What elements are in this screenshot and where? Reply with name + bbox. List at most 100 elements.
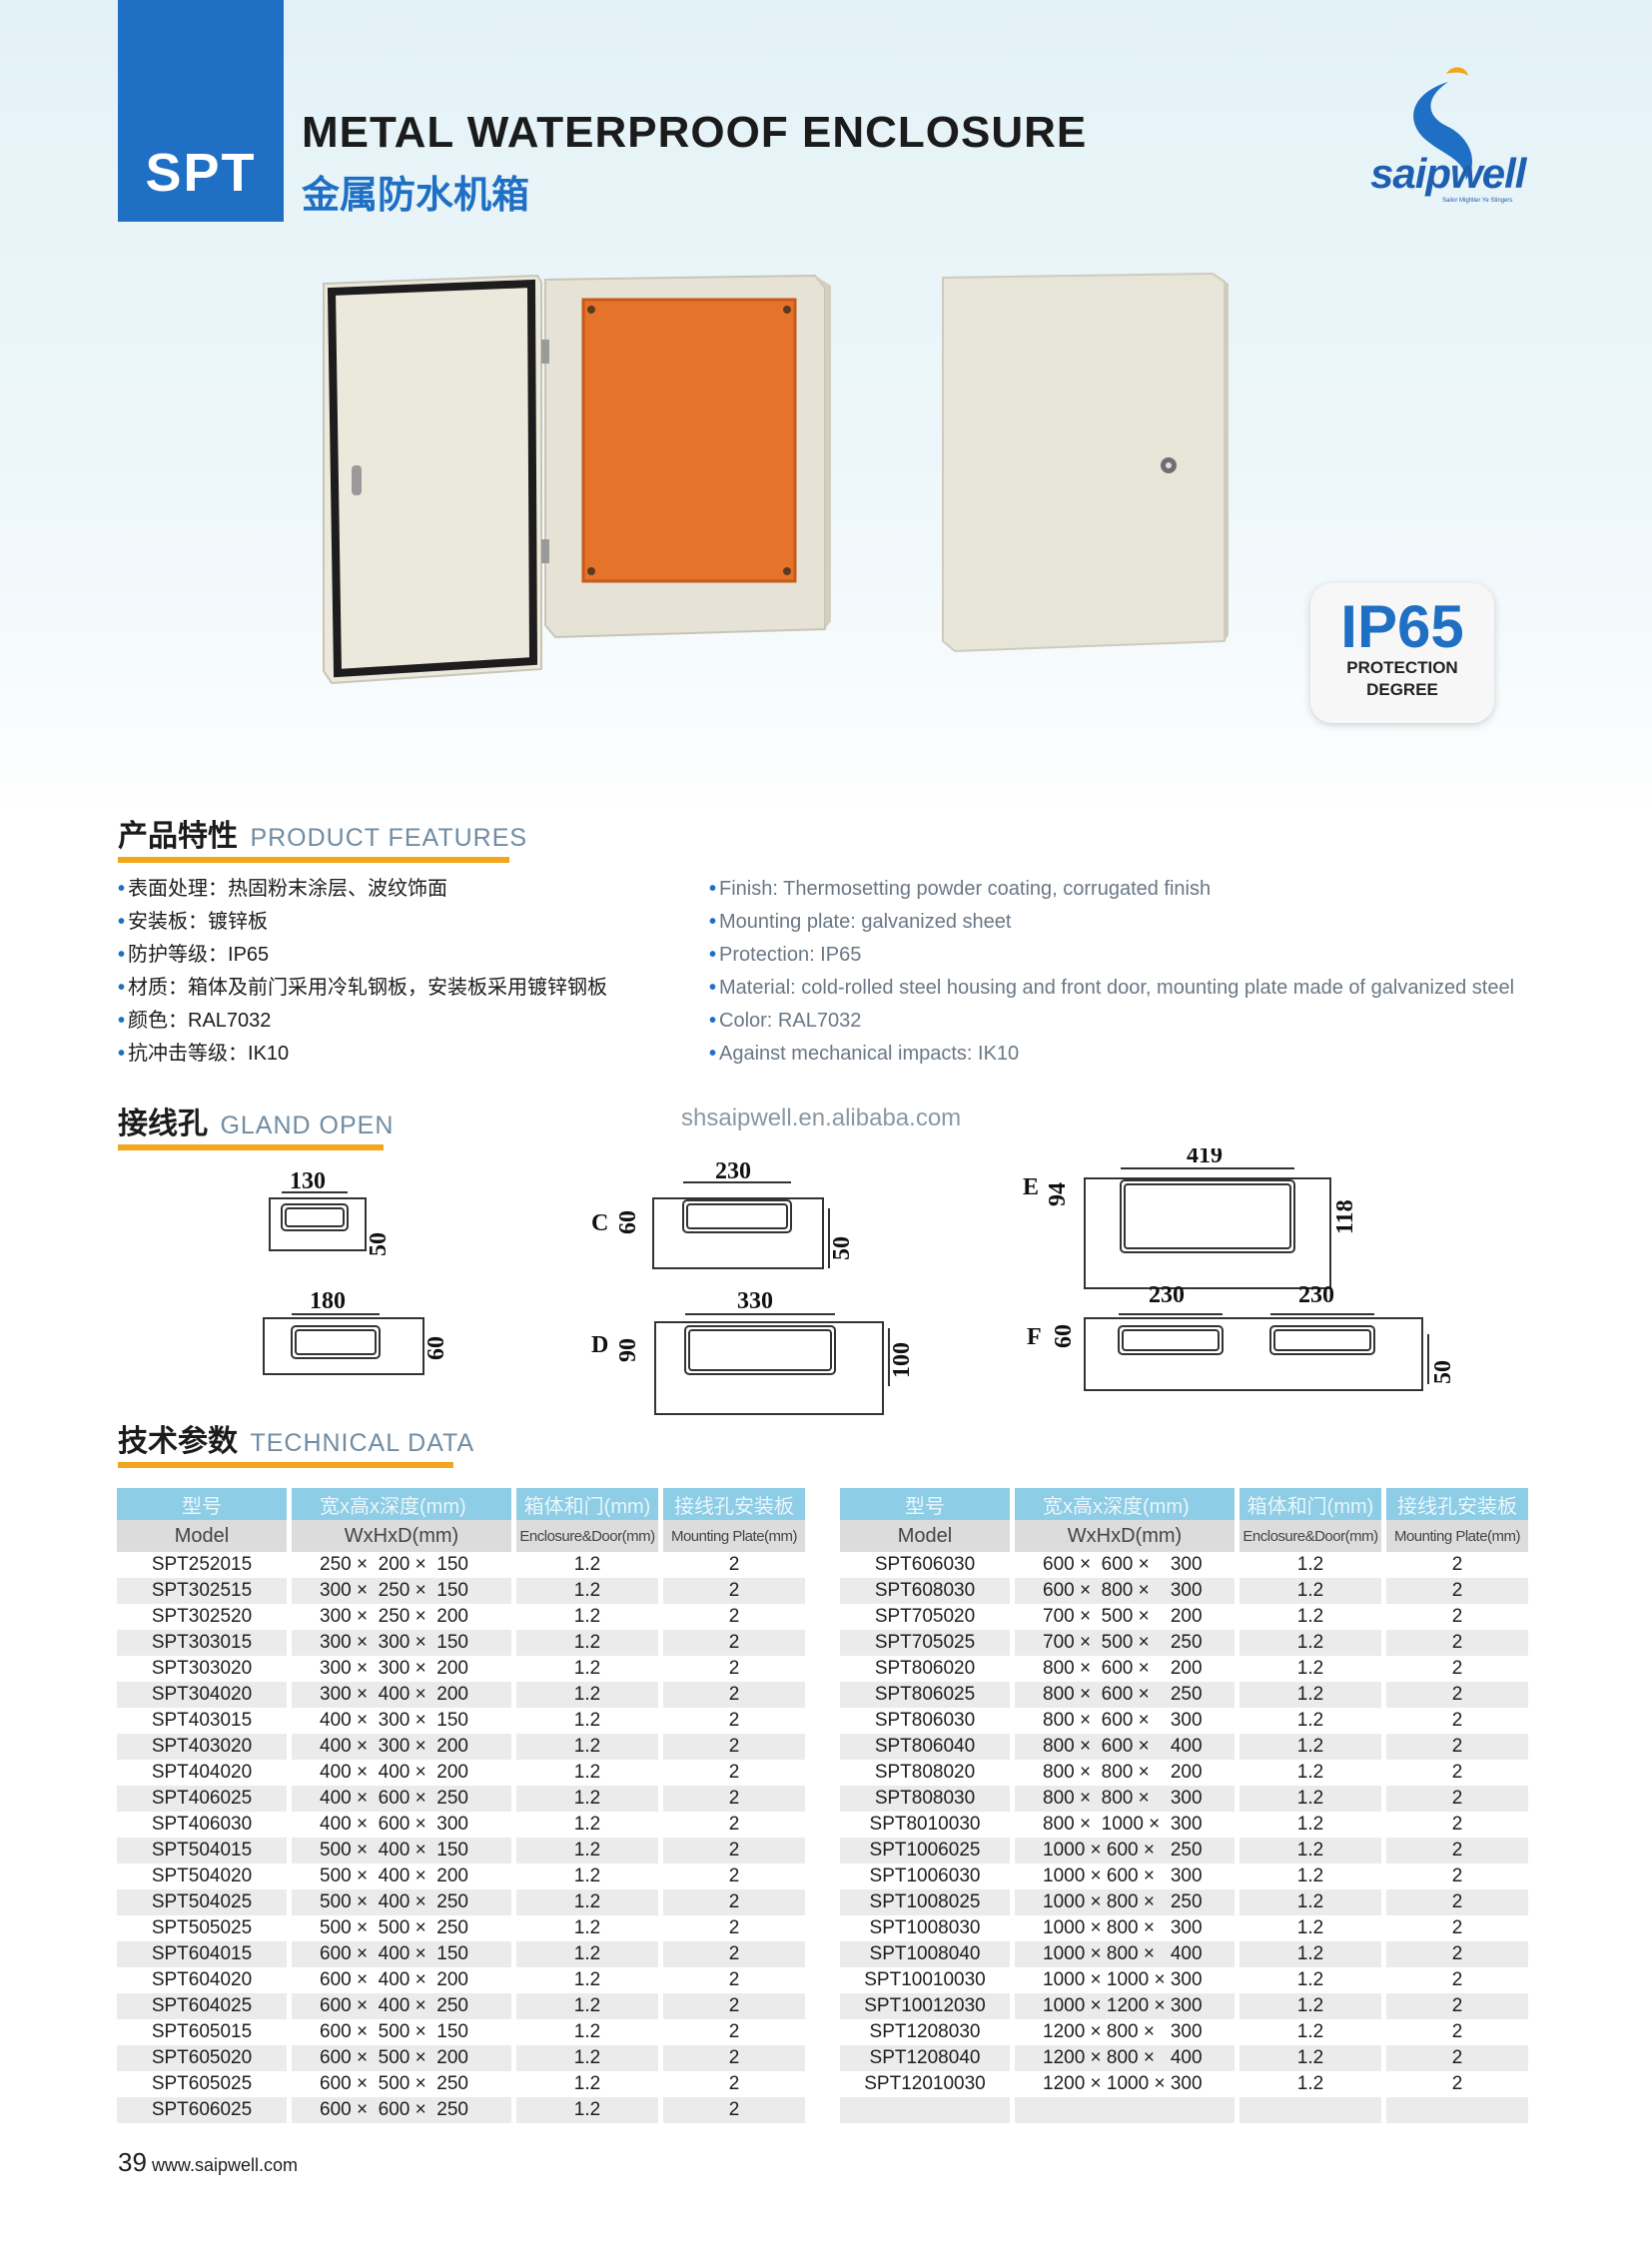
cell-thickness: 1.2 (1239, 1656, 1381, 1682)
features-heading: 产品特性 PRODUCT FEATURES (118, 811, 527, 863)
cell-plate: 2 (1386, 1864, 1528, 1889)
cell-plate: 2 (663, 1578, 805, 1604)
gland-e-width: 419 (1187, 1148, 1223, 1168)
gland-d-width: 330 (737, 1288, 773, 1314)
col-header-en: Enclosure&Door(mm) (516, 1520, 658, 1552)
cell-plate: 2 (663, 1604, 805, 1630)
cell-dimensions: 1000 × 600 × 250 (1015, 1838, 1235, 1864)
cell-thickness: 1.2 (1239, 1967, 1381, 1993)
cell-thickness: 1.2 (516, 1993, 658, 2019)
cell-model: SPT604020 (117, 1967, 287, 1993)
cell-model: SPT302520 (117, 1604, 287, 1630)
cell-thickness: 1.2 (1239, 2045, 1381, 2071)
cell-plate: 2 (663, 1656, 805, 1682)
heading-underline (118, 857, 509, 863)
cell-dimensions: 1000 × 1200 × 300 (1015, 1993, 1235, 2019)
cell-dimensions: 300 × 300 × 200 (292, 1656, 511, 1682)
cell-dimensions: 800 × 800 × 200 (1015, 1760, 1235, 1786)
gland-f-width-2: 230 (1298, 1282, 1334, 1308)
cell-thickness: 1.2 (1239, 1760, 1381, 1786)
cell-thickness: 1.2 (1239, 1864, 1381, 1889)
gland-d (654, 1313, 890, 1415)
cell-dimensions: 400 × 600 × 300 (292, 1812, 511, 1838)
cell-dimensions: 600 × 500 × 200 (292, 2045, 511, 2071)
cell-thickness: 1.2 (1239, 1682, 1381, 1708)
cell-thickness: 1.2 (516, 1915, 658, 1941)
cell-plate: 2 (1386, 1760, 1528, 1786)
cell-plate: 2 (663, 1812, 805, 1838)
website-link[interactable]: www.saipwell.com (151, 2155, 298, 2175)
cell-model: SPT1006030 (840, 1864, 1010, 1889)
cell-model: SPT606030 (840, 1552, 1010, 1578)
gland-c (652, 1181, 830, 1269)
col-header-cn: 型号 (117, 1488, 287, 1520)
cell-model: SPT806025 (840, 1682, 1010, 1708)
cell-thickness: 1.2 (516, 1682, 658, 1708)
cell-thickness: 1.2 (1239, 1630, 1381, 1656)
cell-dimensions: 300 × 250 × 150 (292, 1578, 511, 1604)
cell-plate: 2 (663, 2045, 805, 2071)
gland-heading: 接线孔 GLAND OPEN (118, 1099, 395, 1150)
gland-f-height: 60 (1051, 1324, 1077, 1348)
cell-plate: 2 (1386, 1812, 1528, 1838)
store-watermark: shsaipwell.en.alibaba.com (681, 1105, 962, 1131)
cell-model (840, 2097, 1010, 2123)
cell-plate: 2 (1386, 1967, 1528, 1993)
cell-plate: 2 (663, 1838, 805, 1864)
technical-heading: 技术参数 TECHNICAL DATA (118, 1416, 475, 1468)
cell-plate: 2 (663, 1708, 805, 1734)
feature-item: •表面处理：热固粉末涂层、波纹饰面 (118, 878, 448, 900)
gland-c-depth: 50 (829, 1236, 855, 1260)
cell-thickness: 1.2 (516, 1889, 658, 1915)
cell-dimensions: 500 × 400 × 250 (292, 1889, 511, 1915)
gland-heading-cn: 接线孔 (118, 1108, 208, 1140)
cell-thickness: 1.2 (516, 1941, 658, 1967)
cell-dimensions: 1000 × 800 × 300 (1015, 1915, 1235, 1941)
cell-plate: 2 (1386, 1578, 1528, 1604)
gland-c-label: C (591, 1210, 608, 1236)
cell-model: SPT10012030 (840, 1993, 1010, 2019)
gland-f-label: F (1027, 1324, 1042, 1350)
feature-item: •Mounting plate: galvanized sheet (709, 911, 1012, 933)
title-chinese: 金属防水机箱 (302, 175, 530, 217)
cell-dimensions: 800 × 600 × 300 (1015, 1708, 1235, 1734)
col-header-cn: 宽x高x深度(mm) (292, 1488, 511, 1520)
cell-dimensions: 250 × 200 × 150 (292, 1552, 511, 1578)
gland-b (263, 1313, 424, 1375)
gland-heading-en: GLAND OPEN (220, 1112, 395, 1139)
technical-heading-en: TECHNICAL DATA (250, 1429, 475, 1457)
feature-item: •Color: RAL7032 (709, 1010, 862, 1032)
cell-model: SPT604025 (117, 1993, 287, 2019)
spec-table-left: 型号 宽x高x深度(mm) 箱体和门(mm) 接线孔安装板 Model WxHx… (112, 1488, 810, 2123)
cell-thickness: 1.2 (1239, 2071, 1381, 2097)
feature-item: •材质：箱体及前门采用冷轧钢板，安装板采用镀锌钢板 (118, 977, 608, 999)
cell-model: SPT1006025 (840, 1838, 1010, 1864)
col-header-cn: 接线孔安装板 (1386, 1488, 1528, 1520)
gland-e-height: 94 (1045, 1182, 1071, 1206)
cell-model: SPT505025 (117, 1915, 287, 1941)
cell-thickness: 1.2 (1239, 1915, 1381, 1941)
cell-dimensions: 600 × 400 × 200 (292, 1967, 511, 1993)
col-header-cn: 接线孔安装板 (663, 1488, 805, 1520)
cell-plate: 2 (663, 1682, 805, 1708)
cell-thickness: 1.2 (1239, 1786, 1381, 1812)
cell-dimensions: 1200 × 800 × 400 (1015, 2045, 1235, 2071)
open-enclosure-image (323, 274, 831, 685)
gland-c-height: 60 (615, 1210, 641, 1234)
cell-plate: 2 (1386, 1630, 1528, 1656)
cell-plate: 2 (663, 1786, 805, 1812)
feature-item: •Protection: IP65 (709, 944, 862, 966)
cell-plate: 2 (1386, 1838, 1528, 1864)
col-header-en: WxHxD(mm) (292, 1520, 511, 1552)
cell-plate: 2 (1386, 1786, 1528, 1812)
cell-model: SPT303015 (117, 1630, 287, 1656)
brand-tagline: Sailor Mightier Ye Stingers (1442, 198, 1513, 204)
